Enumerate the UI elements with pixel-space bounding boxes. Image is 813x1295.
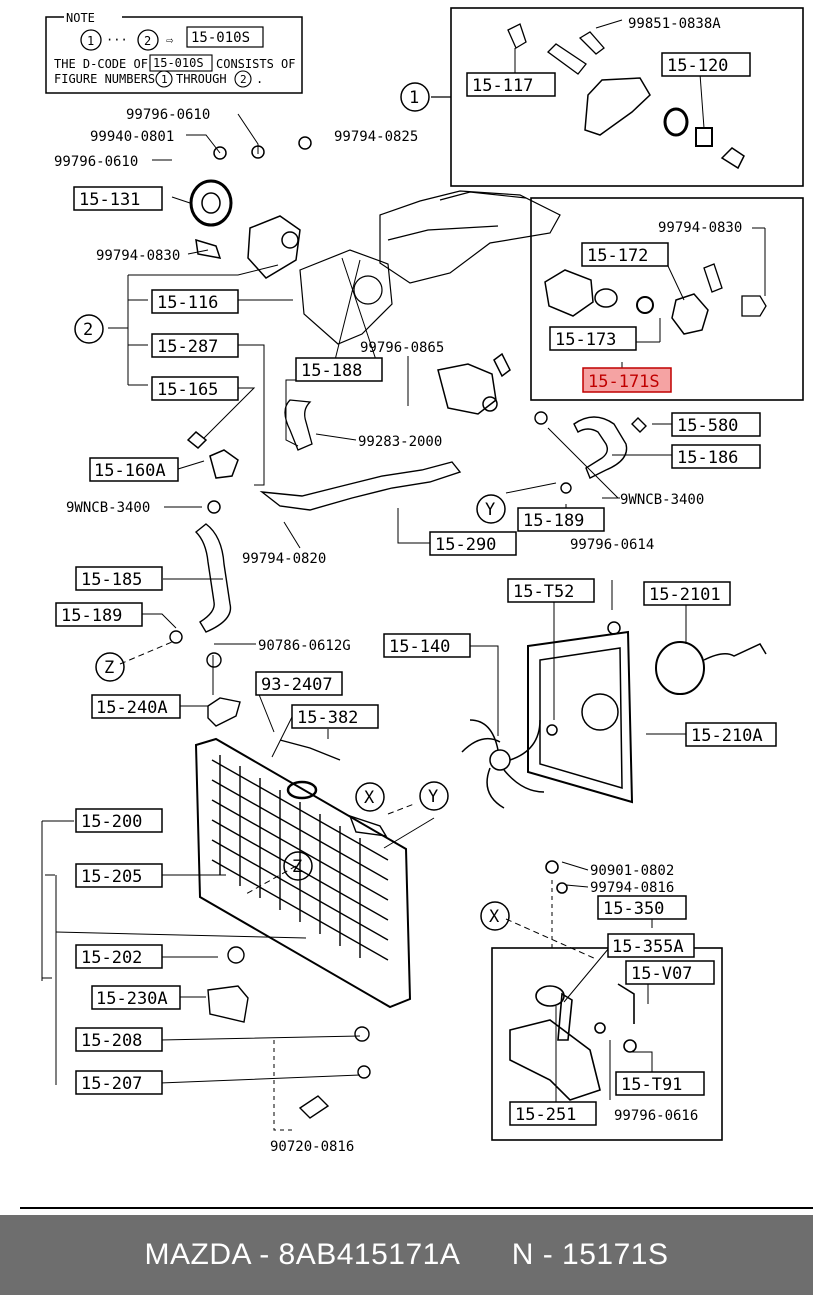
pn-99796-0610-b[interactable]: 99796-0610 <box>54 154 138 170</box>
note-line2-post: CONSISTS OF <box>216 57 295 71</box>
note-dots: ··· <box>106 33 128 47</box>
note-line3-pre: FIGURE NUMBERS <box>54 72 155 86</box>
part-15-355a[interactable]: 15-355A <box>612 937 684 957</box>
part-15-2101[interactable]: 15-2101 <box>649 585 721 605</box>
part-15-208[interactable]: 15-208 <box>81 1031 142 1051</box>
note-line3-end: . <box>256 72 263 86</box>
footer-brand: MAZDA <box>144 1238 251 1271</box>
note-circle-a: 1 <box>87 34 94 48</box>
part-15-580[interactable]: 15-580 <box>677 416 738 436</box>
reservoir-frame <box>491 860 723 1141</box>
pn-99796-0610-a[interactable]: 99796-0610 <box>126 107 210 123</box>
pn-99796-0865[interactable]: 99796-0865 <box>360 340 444 356</box>
engine-block-sketch <box>299 190 561 345</box>
part-15-207[interactable]: 15-207 <box>81 1074 142 1094</box>
part-15-116[interactable]: 15-116 <box>157 293 218 313</box>
footer-sep: - <box>259 1238 270 1271</box>
note-circle-b: 2 <box>144 34 151 48</box>
pn-99794-0825[interactable]: 99794-0825 <box>334 129 418 145</box>
callout-circles: Y Z X Y Z X <box>95 494 510 931</box>
parts-diagram: NOTE 1 ··· 2 ⇨ 15-010S THE D-CODE OF 15-… <box>20 7 813 1209</box>
part-15-173[interactable]: 15-173 <box>555 330 616 350</box>
note-line2-code: 15-010S <box>153 56 204 70</box>
note-line2-pre: THE D-CODE OF <box>54 57 148 71</box>
pn-99794-0816[interactable]: 99794-0816 <box>590 880 674 896</box>
pn-99796-0616[interactable]: 99796-0616 <box>614 1108 698 1124</box>
part-15-189-upper[interactable]: 15-189 <box>523 511 584 531</box>
part-15-240a[interactable]: 15-240A <box>96 698 168 718</box>
part-number-labels: 99851-0838A 99796-0610 99940-0801 99794-… <box>54 16 742 1155</box>
part-15-251[interactable]: 15-251 <box>515 1105 576 1125</box>
callout-x-a: X <box>364 788 375 808</box>
part-15-160a[interactable]: 15-160A <box>94 461 166 481</box>
pn-9wncb-3400-a[interactable]: 9WNCB-3400 <box>620 492 704 508</box>
part-15-188[interactable]: 15-188 <box>301 361 362 381</box>
part-15-382[interactable]: 15-382 <box>297 708 358 728</box>
note-code: 15-010S <box>191 30 250 46</box>
pn-99940-0801[interactable]: 99940-0801 <box>90 129 174 145</box>
part-15-230a[interactable]: 15-230A <box>96 989 168 1009</box>
note-box: NOTE 1 ··· 2 ⇨ 15-010S THE D-CODE OF 15-… <box>45 10 303 94</box>
part-15-v07[interactable]: 15-V07 <box>631 964 692 984</box>
part-15-350[interactable]: 15-350 <box>603 899 664 919</box>
radiator-sketch <box>194 652 412 1119</box>
callout-y-a: Y <box>485 500 495 520</box>
pn-99851-0838a[interactable]: 99851-0838A <box>628 16 721 32</box>
part-15-186[interactable]: 15-186 <box>677 448 738 468</box>
note-line3-b: 2 <box>240 73 247 86</box>
pn-99794-0820[interactable]: 99794-0820 <box>242 551 326 567</box>
pn-90786-0612g[interactable]: 90786-0612G <box>258 638 351 654</box>
note-arrow: ⇨ <box>166 33 174 47</box>
boxed-part-labels: 15-117 15-120 15-131 15-172 15-173 15-17… <box>55 52 777 1126</box>
group-marker-2: 2 <box>83 320 93 340</box>
callout-z-a: Z <box>104 658 114 678</box>
footer-text: MAZDA - 8AB415171A N - 15171S <box>145 1238 669 1272</box>
callout-z-b: Z <box>292 857 302 877</box>
part-93-2407[interactable]: 93-2407 <box>261 675 333 695</box>
group-1-frame: 1 <box>400 7 804 187</box>
part-15-290[interactable]: 15-290 <box>435 535 496 555</box>
pn-99794-0830-b[interactable]: 99794-0830 <box>96 248 180 264</box>
pn-9wncb-3400-b[interactable]: 9WNCB-3400 <box>66 500 150 516</box>
pn-99796-0614[interactable]: 99796-0614 <box>570 537 654 553</box>
note-line3-mid: THROUGH <box>176 72 227 86</box>
group-2-marker: 2 <box>74 314 104 344</box>
part-15-202[interactable]: 15-202 <box>81 948 142 968</box>
part-15-200[interactable]: 15-200 <box>81 812 142 832</box>
part-15-117[interactable]: 15-117 <box>472 76 533 96</box>
part-15-210a[interactable]: 15-210A <box>691 726 763 746</box>
part-15-171s[interactable]: 15-171S <box>588 372 660 392</box>
part-15-120[interactable]: 15-120 <box>667 56 728 76</box>
part-15-205[interactable]: 15-205 <box>81 867 142 887</box>
footer-code: N - 15171S <box>511 1238 669 1271</box>
pn-99283-2000[interactable]: 99283-2000 <box>358 434 442 450</box>
part-15-185[interactable]: 15-185 <box>81 570 142 590</box>
part-15-172[interactable]: 15-172 <box>587 246 648 266</box>
pn-90720-0816[interactable]: 90720-0816 <box>270 1139 354 1155</box>
part-15-140[interactable]: 15-140 <box>389 637 450 657</box>
callout-x-b: X <box>489 907 500 927</box>
footer-part-number: 8AB415171A <box>278 1238 459 1271</box>
note-title: NOTE <box>66 11 95 25</box>
part-15-131[interactable]: 15-131 <box>79 190 140 210</box>
hoses-sketch <box>169 411 647 644</box>
fan-sketch <box>461 621 767 809</box>
part-15-189-lower[interactable]: 15-189 <box>61 606 122 626</box>
group-2-frame <box>530 197 804 401</box>
callout-y-b: Y <box>428 787 438 807</box>
part-15-t52[interactable]: 15-T52 <box>513 582 574 602</box>
footer-bar: MAZDA - 8AB415171A N - 15171S <box>0 1215 813 1295</box>
group-marker-1: 1 <box>409 88 419 108</box>
part-15-165[interactable]: 15-165 <box>157 380 218 400</box>
pn-90901-0802[interactable]: 90901-0802 <box>590 863 674 879</box>
part-15-t91[interactable]: 15-T91 <box>621 1075 682 1095</box>
part-15-287[interactable]: 15-287 <box>157 337 218 357</box>
note-line3-a: 1 <box>161 73 168 86</box>
pn-99794-0830-a[interactable]: 99794-0830 <box>658 220 742 236</box>
